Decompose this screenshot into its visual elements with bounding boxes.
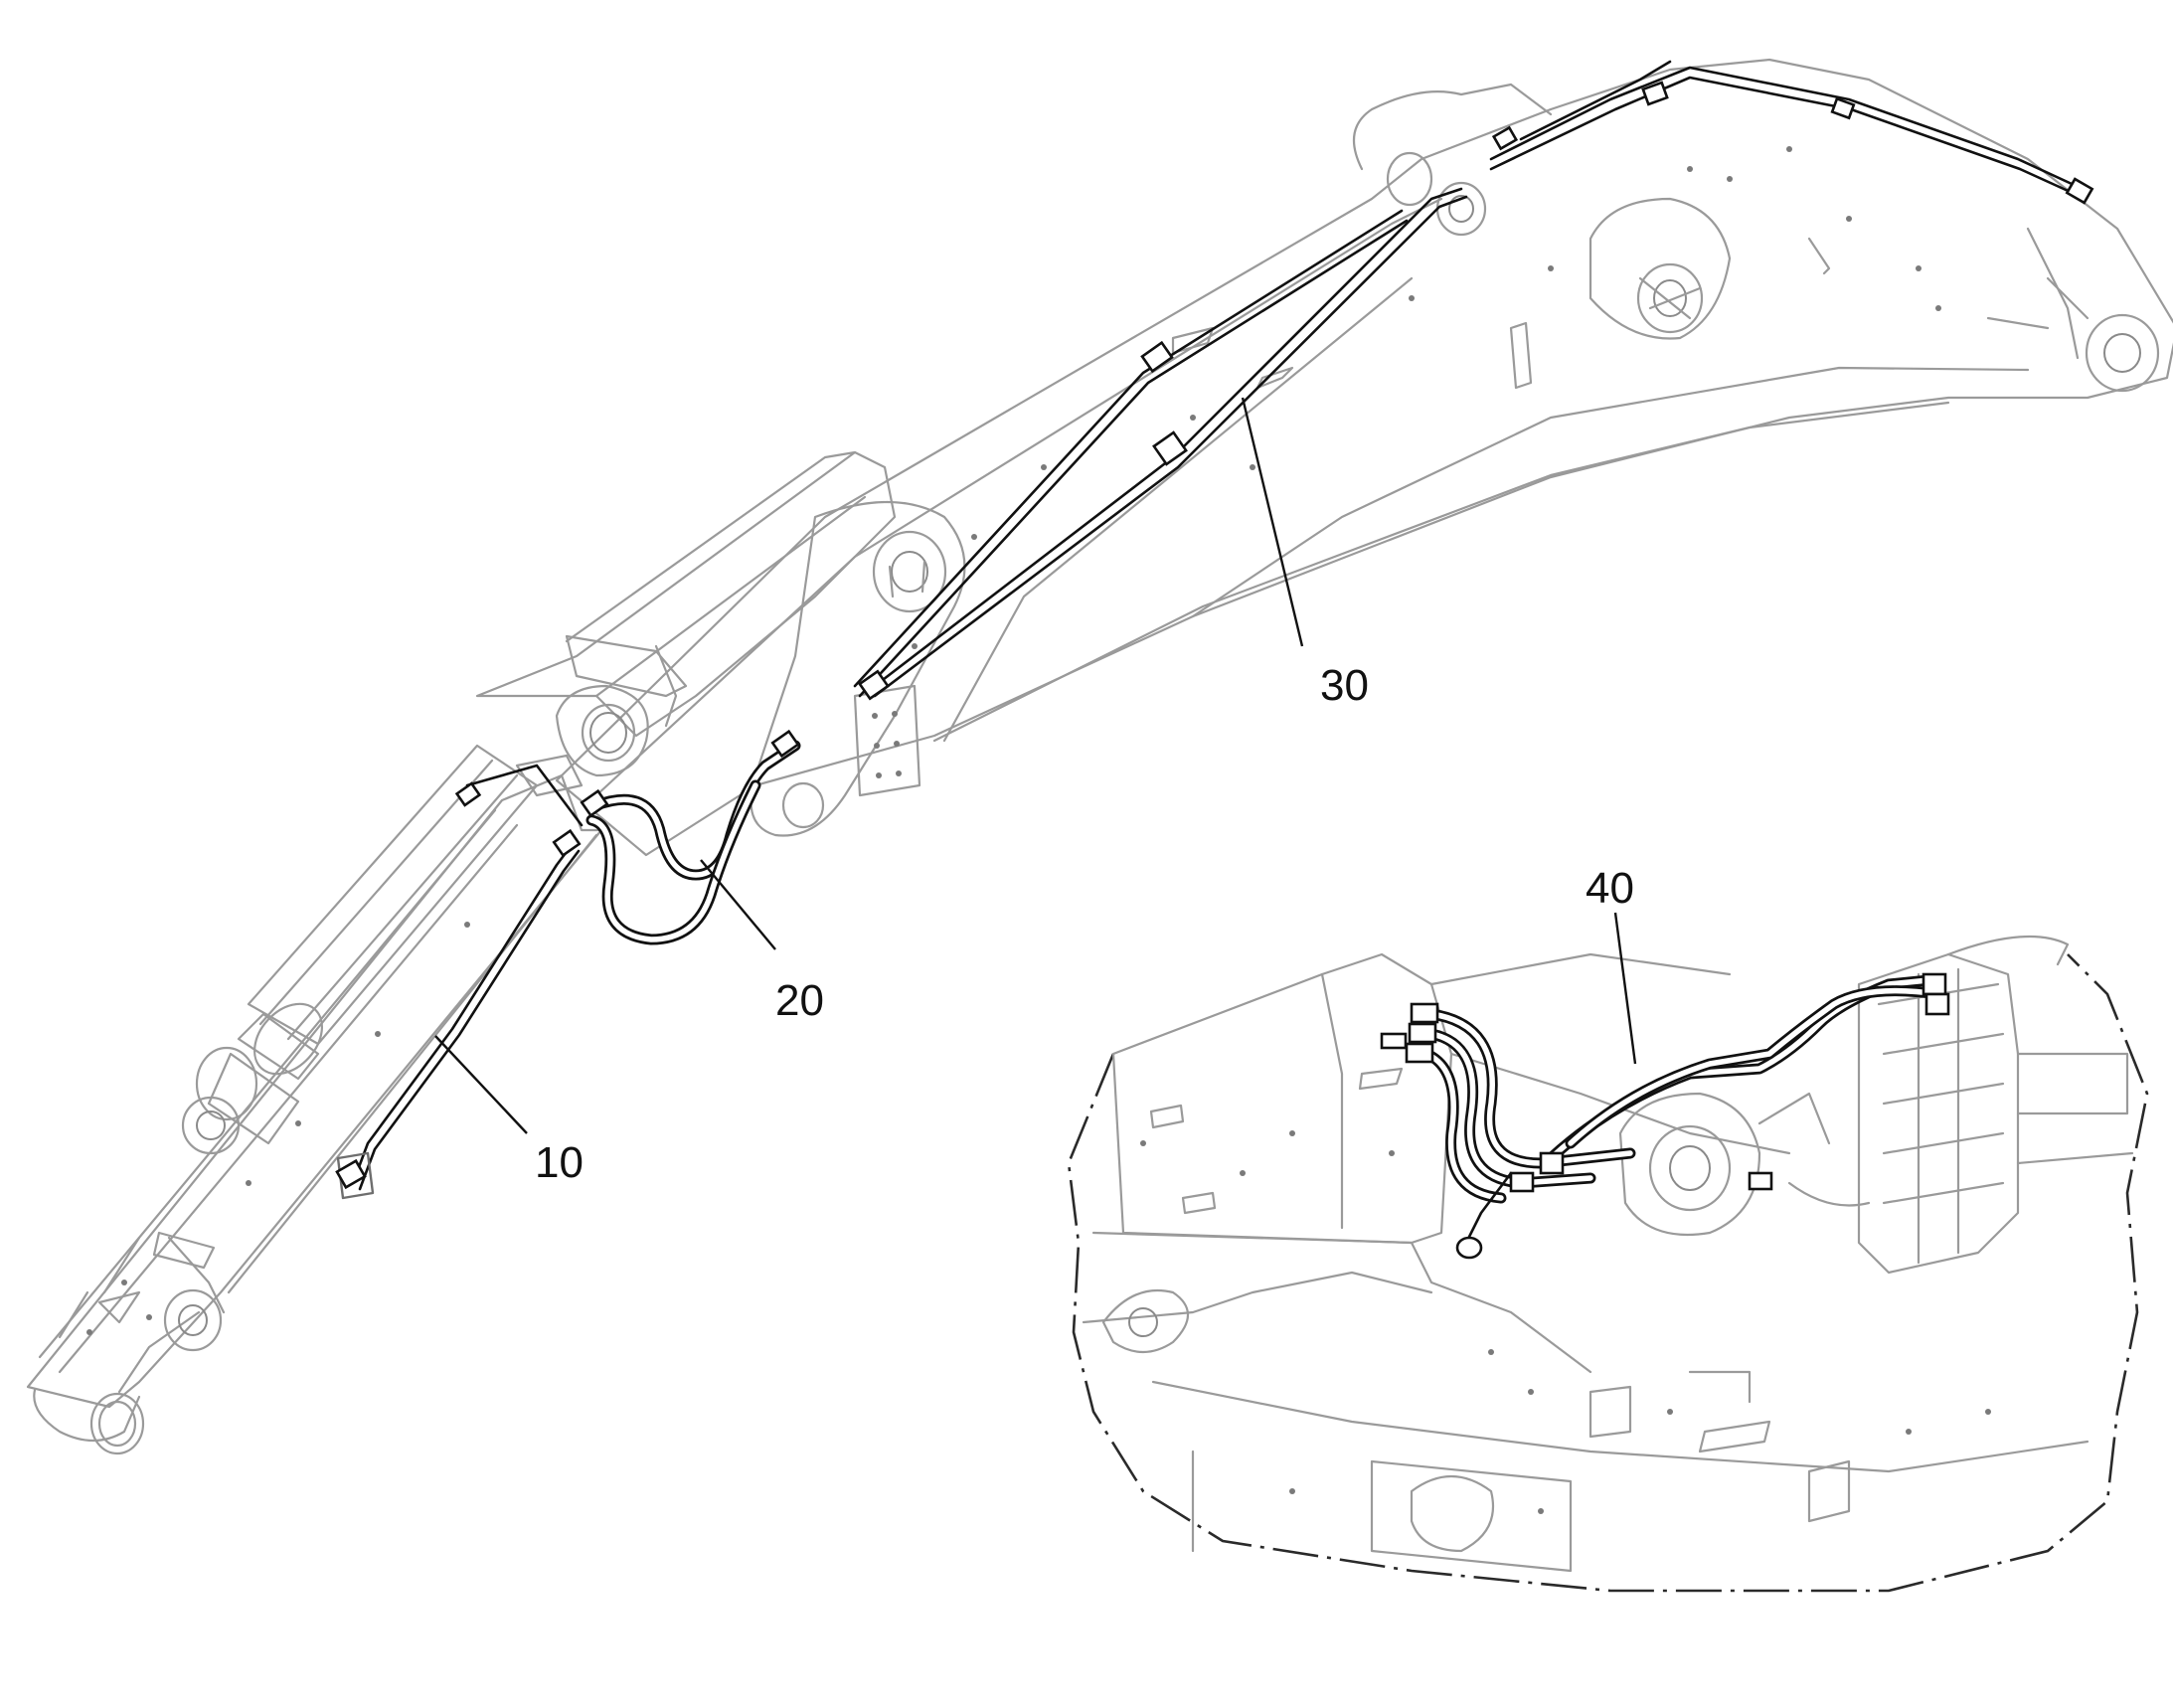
- boom-outline: [555, 58, 2173, 857]
- hose-assembly-20: [580, 729, 801, 945]
- callout-30: 30: [1320, 661, 1369, 710]
- arm-outline: [26, 773, 603, 1455]
- arm-cylinder: [181, 744, 539, 1155]
- tube-assembly-10: [335, 764, 584, 1200]
- callout-20: 20: [775, 976, 824, 1025]
- detail-view: [1067, 935, 2149, 1593]
- leader-40: [1613, 912, 1637, 1065]
- callout-40: 40: [1586, 864, 1634, 913]
- leader-10: [434, 1035, 528, 1134]
- hose-assembly-40: [1380, 972, 1950, 1260]
- callout-10: 10: [535, 1138, 584, 1187]
- leader-30: [1241, 397, 1304, 647]
- leader-lines: [434, 397, 1637, 1134]
- boom-detail-dots: [912, 146, 1941, 649]
- boom-arm-joint: [475, 450, 966, 837]
- arm-detail-dots: [86, 922, 470, 1335]
- leader-20: [700, 859, 776, 950]
- tube-assembly-30: [853, 60, 2094, 701]
